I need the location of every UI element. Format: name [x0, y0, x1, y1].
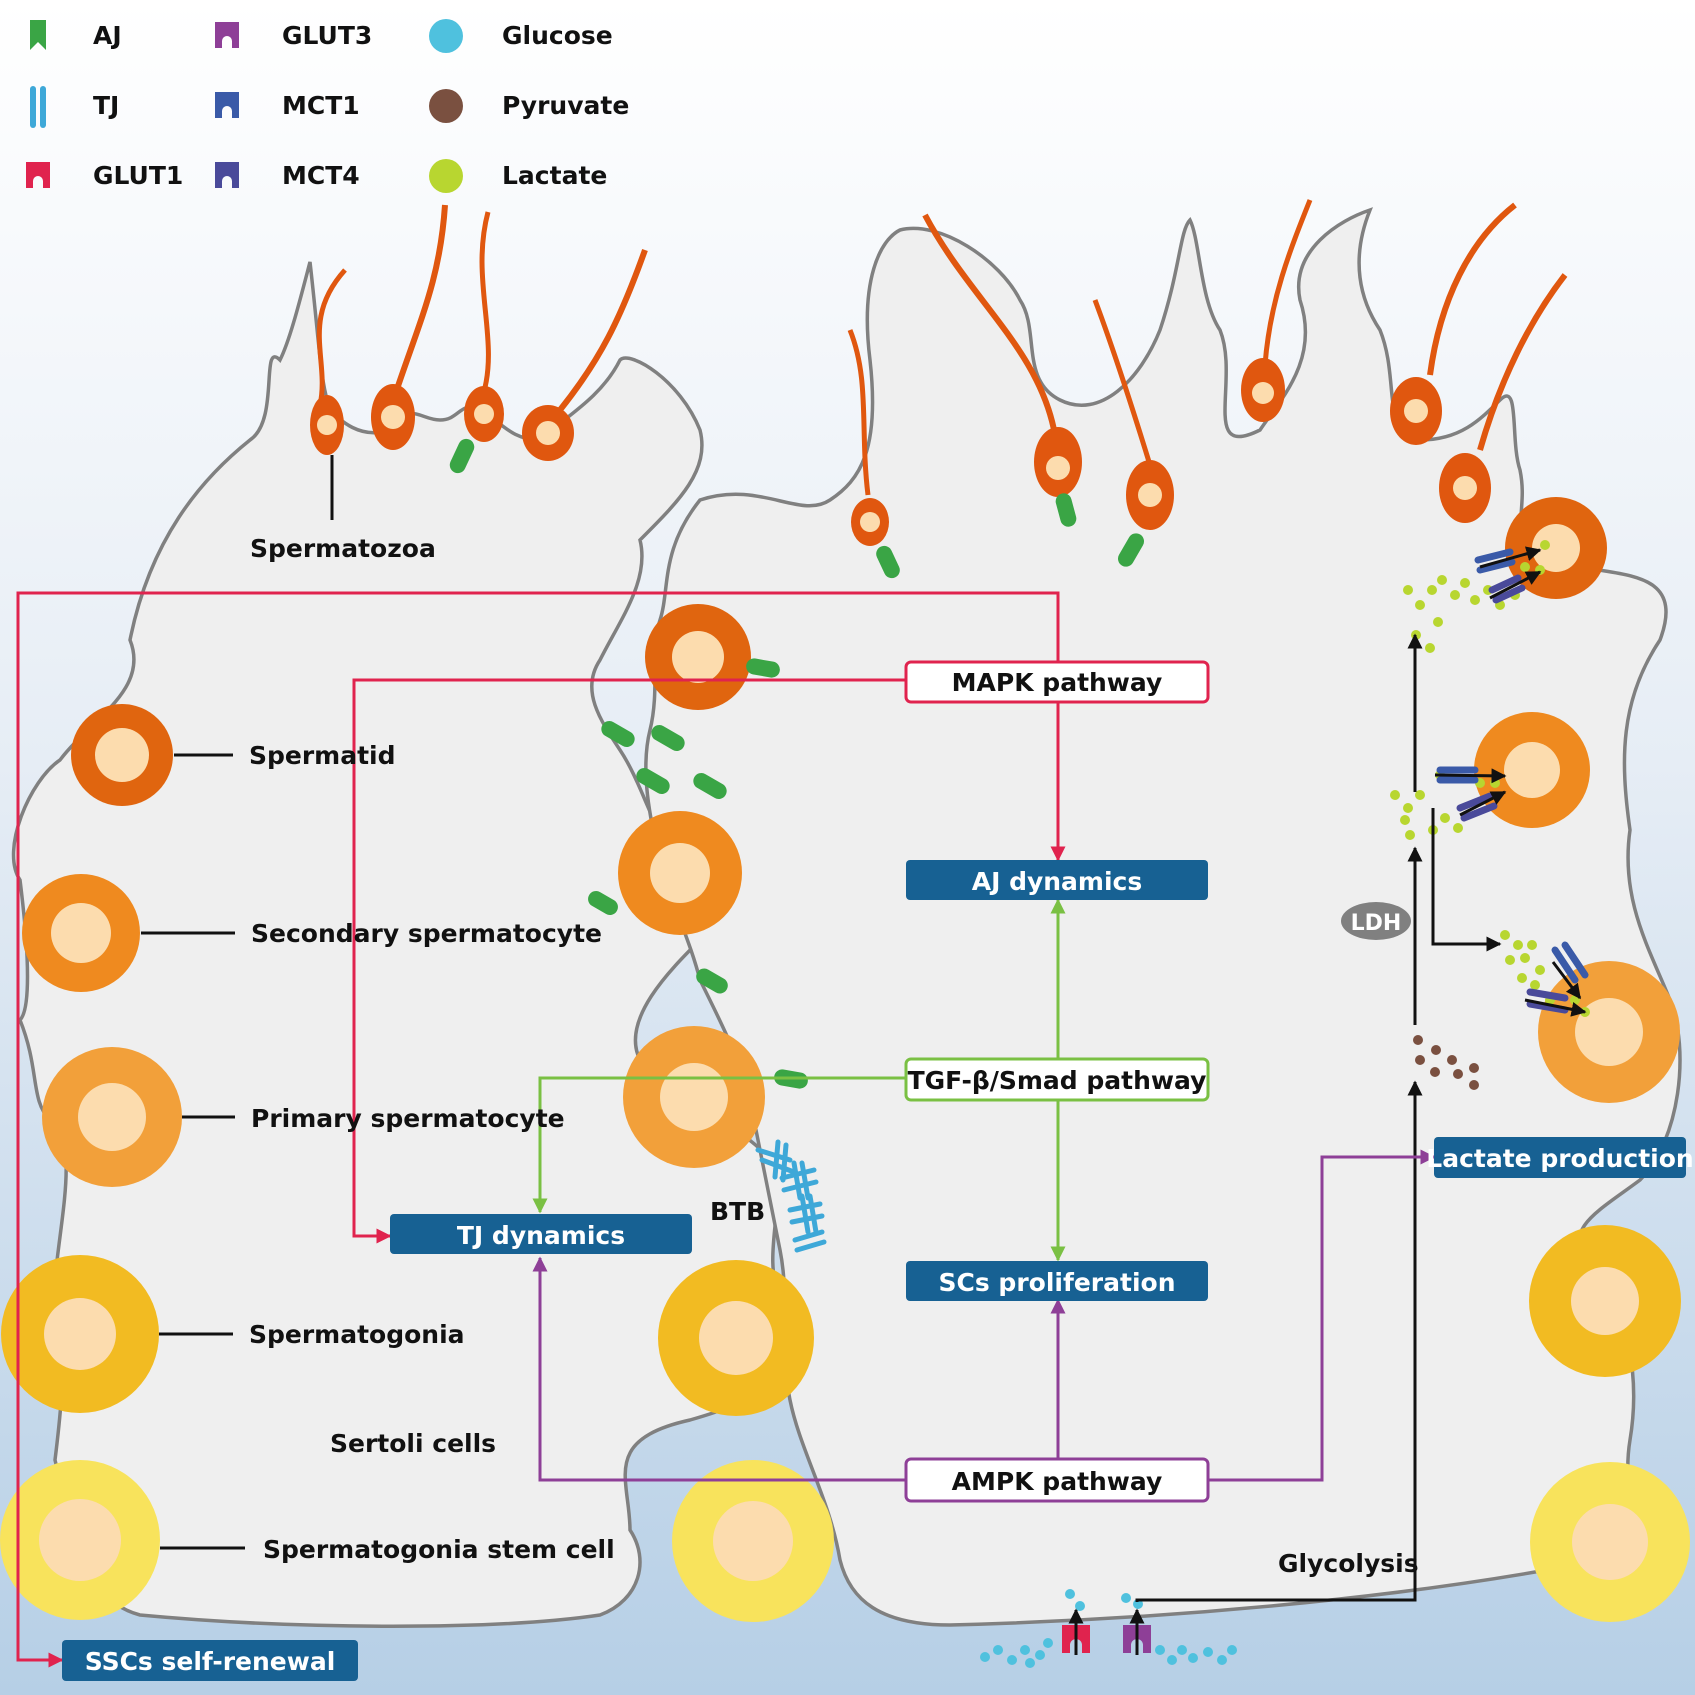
mapk-connectors — [16, 591, 1066, 1668]
sperm-nucleus — [317, 415, 337, 435]
ampk-pathway-label: AMPK pathway — [952, 1467, 1163, 1496]
mct-transporters — [1436, 548, 1589, 1014]
nucleus — [1504, 742, 1560, 798]
legend-aj-label: AJ — [93, 21, 122, 50]
sperm-tail — [392, 204, 448, 396]
ldh-label: LDH — [1351, 911, 1402, 936]
legend-pyruvate-icon — [429, 89, 463, 123]
sperm-nucleus — [474, 404, 494, 424]
spermatozoa-group-right — [847, 199, 1568, 546]
tj-dynamics-box — [390, 1214, 692, 1254]
pyruvate-molecules — [1413, 1035, 1479, 1090]
sperm-tail — [1427, 202, 1517, 376]
sperm-nucleus — [1046, 456, 1070, 480]
sperm-nucleus — [1138, 483, 1162, 507]
nucleus — [713, 1501, 793, 1581]
ldh-badge — [1341, 902, 1411, 940]
sperm-tail — [922, 213, 1058, 436]
sperm-tail — [479, 211, 491, 396]
sperm-nucleus — [1453, 476, 1477, 500]
tgf-pathway-box — [904, 1057, 1210, 1102]
nucleus — [1571, 1267, 1639, 1335]
sperm-nucleus — [381, 405, 405, 429]
legend-glut3-icon — [215, 22, 239, 48]
nucleus — [44, 1298, 116, 1370]
tj-dynamics-label: TJ dynamics — [457, 1221, 625, 1250]
ssc-self-renewal-label: SSCs self-renewal — [85, 1647, 336, 1676]
sertoli-cell-right — [644, 207, 1682, 1627]
legend-glut1-label: GLUT1 — [93, 161, 183, 190]
glycolysis-path — [1135, 633, 1502, 1602]
nucleus — [51, 903, 111, 963]
ssc-label: Spermatogonia stem cell — [263, 1535, 615, 1564]
tgf-connectors — [532, 898, 1066, 1262]
nucleus — [1575, 998, 1643, 1066]
sperm-nucleus — [1252, 382, 1274, 404]
secondary-spermatocyte-label: Secondary spermatocyte — [251, 919, 602, 948]
tgf-pathway-label: TGF-β/Smad pathway — [908, 1066, 1207, 1095]
nucleus — [660, 1063, 728, 1131]
nucleus — [699, 1301, 773, 1375]
adherens-junctions — [449, 438, 1144, 1089]
tight-junctions-btb — [755, 1139, 827, 1253]
sertoli-cells-label: Sertoli cells — [330, 1429, 496, 1458]
scs-proliferation-box — [906, 1261, 1208, 1301]
leader-lines — [141, 455, 334, 1550]
ampk-pathway-box — [904, 1457, 1210, 1503]
nucleus — [1532, 524, 1580, 572]
legend-mct1-label: MCT1 — [282, 91, 360, 120]
lactate-production-label: Lactate production — [1426, 1144, 1693, 1173]
mapk-pathway-label: MAPK pathway — [952, 668, 1163, 697]
lactate-production-box — [1434, 1137, 1686, 1178]
sperm-tail — [316, 268, 347, 406]
sperm-tail — [847, 329, 871, 496]
nucleus — [39, 1499, 121, 1581]
mapk-pathway-box — [904, 660, 1210, 704]
nucleus — [650, 843, 710, 903]
nucleus — [672, 631, 724, 683]
legend-mct4-label: MCT4 — [282, 161, 360, 190]
nucleus — [95, 728, 149, 782]
sperm-nucleus — [860, 512, 880, 532]
nucleus — [1572, 1504, 1648, 1580]
glucose-uptake-arrows — [1068, 1608, 1145, 1655]
sperm-tail — [1092, 299, 1153, 466]
legend-pyruvate-label: Pyruvate — [502, 91, 629, 120]
spermatozoa-label: Spermatozoa — [250, 534, 436, 563]
legend-lactate-icon — [429, 159, 463, 193]
legend-aj-icon — [30, 20, 46, 50]
lactate-uptake-arrows — [1434, 546, 1587, 1017]
legend: AJ TJ GLUT1 GLUT3 MCT1 MCT4 Glucose Pyru… — [26, 19, 629, 193]
nucleus — [78, 1083, 146, 1151]
ampk-connectors — [532, 1149, 1436, 1482]
legend-mct4-icon — [215, 162, 239, 188]
sperm-tail — [1477, 273, 1568, 451]
sperm-tail — [1262, 199, 1313, 366]
aj-dynamics-box — [906, 860, 1208, 900]
sperm-tail — [557, 248, 648, 412]
aj-dynamics-label: AJ dynamics — [972, 867, 1143, 896]
legend-tj-icon — [30, 86, 46, 128]
sperm-nucleus — [1404, 399, 1428, 423]
legend-tj-label: TJ — [93, 91, 119, 120]
btb-label: BTB — [710, 1197, 765, 1226]
ssc-self-renewal-box — [62, 1640, 358, 1681]
spermatid-label: Spermatid — [249, 741, 396, 770]
legend-glucose-label: Glucose — [502, 21, 613, 50]
legend-glut1-icon — [26, 162, 50, 188]
scs-proliferation-label: SCs proliferation — [939, 1268, 1176, 1297]
spermatozoa-group-left — [310, 204, 648, 461]
primary-spermatocyte-label: Primary spermatocyte — [251, 1104, 565, 1133]
legend-glucose-icon — [429, 19, 463, 53]
sperm-nucleus — [536, 421, 560, 445]
spermatogonia-label: Spermatogonia — [249, 1320, 465, 1349]
glycolysis-label: Glycolysis — [1278, 1549, 1419, 1578]
legend-lactate-label: Lactate — [502, 161, 607, 190]
legend-glut3-label: GLUT3 — [282, 21, 372, 50]
legend-mct1-icon — [215, 92, 239, 118]
germ-cells — [0, 497, 1690, 1622]
